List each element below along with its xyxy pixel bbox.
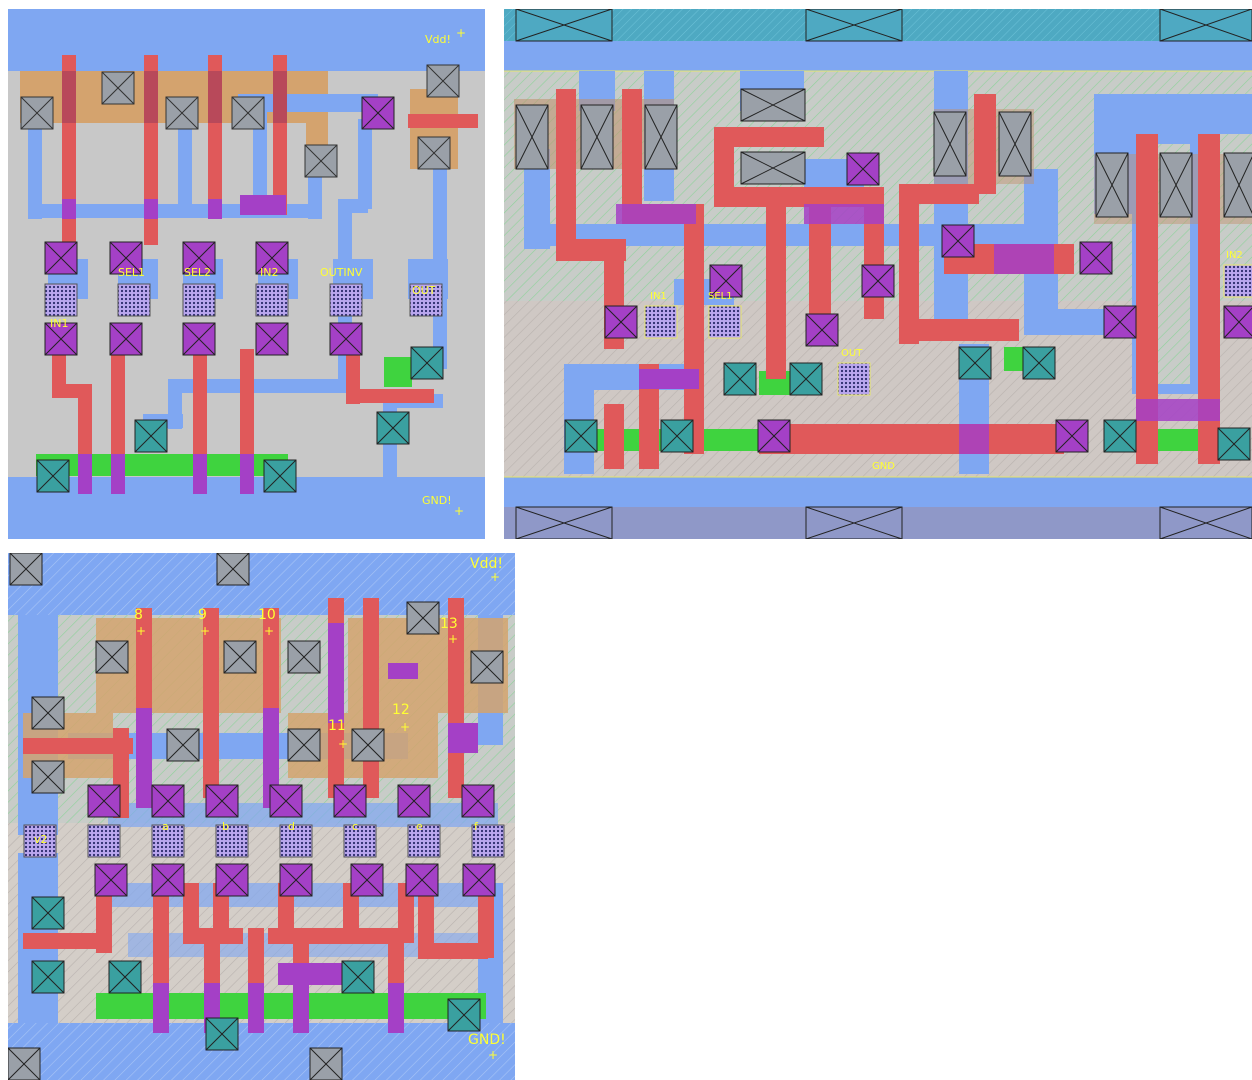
transistor-contacts <box>515 88 1252 218</box>
diff-contacts <box>564 346 1251 461</box>
io-pins <box>23 824 505 858</box>
pin-label-in2: IN2 <box>260 266 279 279</box>
via-contacts <box>20 64 460 178</box>
pin-label-sel2: SEL2 <box>184 266 212 279</box>
gnd-label: GND! <box>422 494 452 507</box>
node-marker-9: + <box>200 624 211 638</box>
node-marker-12: + <box>400 720 411 734</box>
node-label-10: 10 <box>258 607 276 623</box>
poly-contacts <box>604 152 1252 453</box>
node-marker-10: + <box>264 624 275 638</box>
pin-label-c: c <box>352 820 359 833</box>
pin-label-sel1: SEL1 <box>118 266 146 279</box>
layout-panel-c: Vdd! + GND! + 8 9 10 13 11 12 + + + + + … <box>8 553 515 1080</box>
pin-label-f: f <box>474 820 478 833</box>
gnd-label: GND <box>872 461 895 472</box>
node-label-12: 12 <box>392 702 410 718</box>
vdd-label: Vdd! <box>470 556 503 572</box>
pin-label-sel1: SEL1 <box>708 291 733 302</box>
node-marker-11: + <box>338 737 349 751</box>
layout-panel-a: Vdd! + GND! + IN1 SEL1 SEL2 IN2 OUTINV O… <box>8 9 485 539</box>
io-pins <box>44 283 443 317</box>
gnd-label: GND! <box>468 1032 506 1048</box>
vdd-rail <box>8 9 485 71</box>
pin-label-out: OUT <box>412 284 436 297</box>
node-label-8: 8 <box>134 607 143 623</box>
pin-label-out: OUT <box>841 348 863 359</box>
pin-label-b: b <box>222 820 229 833</box>
node-label-9: 9 <box>198 607 207 623</box>
pin-label-in1: IN1 <box>50 317 69 330</box>
rail-contacts-top <box>515 9 1252 42</box>
node-label-11: 11 <box>328 718 346 734</box>
pin-label-e: e <box>416 820 423 833</box>
vdd-marker: + <box>456 26 467 40</box>
via-contacts <box>8 553 504 1080</box>
pin-label-a: a <box>162 820 169 833</box>
vdd-marker: + <box>490 570 501 584</box>
gnd-marker: + <box>454 504 465 518</box>
layout-b-svg <box>504 9 1252 539</box>
layout-panel-b: IN1 SEL1 OUT GND IN2 <box>504 9 1252 539</box>
poly-contacts <box>87 784 496 897</box>
pin-label-in1: IN1 <box>650 291 667 302</box>
pin-label-in2: IN2 <box>1226 250 1243 261</box>
pin-label-d: d <box>288 820 295 833</box>
vdd-label: Vdd! <box>425 33 451 46</box>
node-label-13: 13 <box>440 616 458 632</box>
node-marker-13: + <box>448 632 459 646</box>
rail-contacts-bottom <box>515 506 1252 539</box>
io-pins <box>644 264 1252 396</box>
gnd-marker: + <box>488 1048 499 1062</box>
pin-label-outinv: OUTINV <box>320 266 363 279</box>
layout-a-svg <box>8 9 485 539</box>
diff-contacts <box>31 896 481 1051</box>
poly-contacts <box>44 96 395 356</box>
gnd-rail <box>504 477 1252 507</box>
pin-label-v2: v2 <box>34 833 48 846</box>
diff-contacts <box>36 346 444 493</box>
node-marker-8: + <box>136 624 147 638</box>
layout-c-svg <box>8 553 515 1080</box>
